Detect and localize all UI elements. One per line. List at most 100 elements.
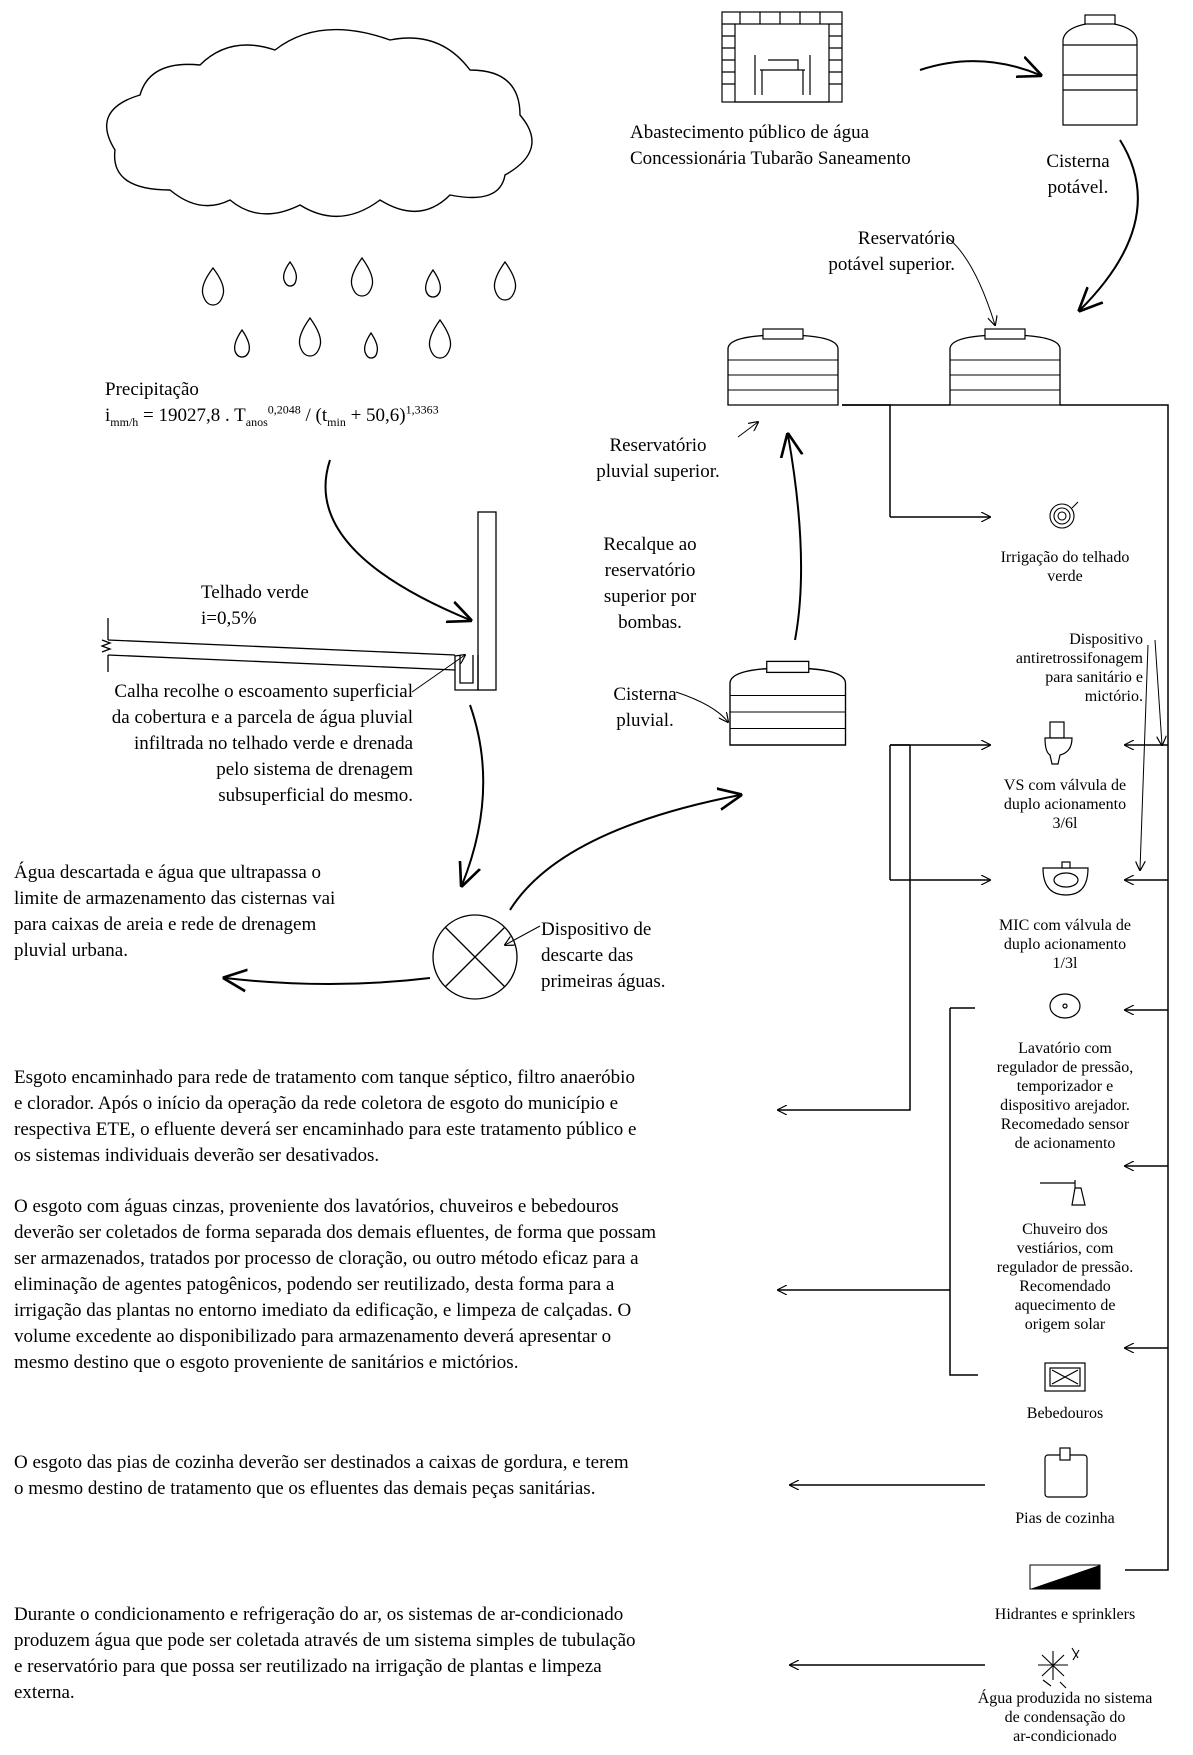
text-line: Dispositivo de [541, 919, 652, 940]
kitchen-sink-label: Pias de cozinha [965, 1509, 1165, 1528]
text-line: pluvial superior. [596, 461, 720, 482]
text-line: Água produzida no sistema [977, 1690, 1153, 1707]
text-line: Irrigação do telhado [1000, 549, 1130, 566]
text-line: Precipitação [105, 379, 199, 400]
text-line: / (t [300, 405, 328, 426]
text-line: Cisterna [1046, 151, 1110, 172]
text-line: MIC com válvula de [999, 917, 1131, 934]
public-supply-icon [721, 11, 843, 103]
text-line: eliminação de agentes patogênicos, poden… [14, 1274, 615, 1295]
text-line: 0,2048 [267, 402, 301, 417]
basin-icon [1049, 993, 1081, 1019]
shower-label: Chuveiro dos vestiários, com regulador de … [965, 1220, 1165, 1334]
text-line: reservatório [604, 560, 696, 581]
drinking-fountain-icon [1044, 1362, 1086, 1392]
potable-cistern-icon [1062, 14, 1138, 126]
text-line: infiltrada no telhado verde e drenada [133, 733, 413, 754]
text-line: Chuveiro dos [1022, 1221, 1108, 1238]
hose-icon [1049, 501, 1079, 529]
backflow-device-label: Dispositivo antiretrossifonagem para sanit… [978, 630, 1143, 706]
greywater-note: O esgoto com águas cinzas, proveniente d… [14, 1194, 656, 1376]
text-line: limite de armazenamento das cisternas va… [14, 888, 336, 909]
ac-note: Durante o condicionamento e refrigeração… [14, 1602, 636, 1706]
text-line: mictório. [1084, 688, 1143, 705]
first-flush-icon [432, 914, 518, 1000]
first-flush-label: Dispositivo de descarte das primeiras água… [541, 917, 666, 995]
green-roof-drawing [100, 511, 497, 691]
text-line: temporizador e [1016, 1078, 1114, 1095]
text-line: i [105, 405, 111, 426]
text-line: pelo sistema de drenagem [216, 759, 413, 780]
text-line: bombas. [618, 612, 682, 633]
text-line: VS com válvula de [1003, 777, 1127, 794]
text-line: respectiva ETE, o efluente deverá ser en… [14, 1119, 637, 1140]
text-line: potável superior. [828, 254, 955, 275]
text-line: Durante o condicionamento e refrigeração… [14, 1604, 624, 1625]
toilet-label: VS com válvula de duplo acionamento 3/6l [965, 776, 1165, 833]
text-line: Bebedouros [1026, 1405, 1104, 1422]
pluvial-upper-reservoir-icon [727, 328, 839, 406]
snowflake-icon [1038, 1647, 1080, 1689]
green-roof-label: Telhado verde i=0,5% [201, 580, 309, 632]
text-line: volume excedente ao disponibilizado para… [14, 1326, 612, 1347]
text-line: os sistemas individuais deverão ser desa… [14, 1145, 380, 1166]
hydrants-label: Hidrantes e sprinklers [955, 1605, 1175, 1624]
text-line: Reservatório [857, 228, 955, 249]
text-line: pluvial. [616, 710, 674, 731]
text-line: min [327, 414, 346, 429]
text-line: duplo acionamento [1003, 796, 1127, 813]
text-line: descarte das [541, 945, 634, 966]
text-line: primeiras águas. [541, 971, 666, 992]
text-line: ser armazenados, tratados por processo d… [14, 1248, 639, 1269]
sewage-note: Esgoto encaminhado para rede de tratamen… [14, 1065, 636, 1169]
text-line: Telhado verde [201, 582, 309, 603]
text-line: subsuperficial do mesmo. [218, 785, 413, 806]
text-line: e clorador. Após o início da operação da… [14, 1093, 619, 1114]
urinal-icon [1042, 861, 1089, 896]
text-line: mm/h [110, 414, 139, 429]
text-line: aquecimento de [1014, 1297, 1116, 1314]
text-line: 3/6l [1052, 815, 1078, 832]
text-line: + 50,6) [345, 405, 406, 426]
text-line: regulador de pressão. [996, 1259, 1134, 1276]
text-line: da cobertura e a parcela de água pluvial [111, 707, 413, 728]
text-line: Recomendado [1019, 1278, 1111, 1295]
text-line: deverão ser coletados de forma separada … [14, 1222, 657, 1243]
text-line: Esgoto encaminhado para rede de tratamen… [14, 1067, 635, 1088]
kitchen-note: O esgoto das pias de cozinha deverão ser… [14, 1450, 629, 1502]
text-line: Lavatório com [1018, 1040, 1112, 1057]
precipitation-formula: imm/h = 19027,8 . Tanos0,2048 / (tmin + … [105, 403, 439, 429]
text-line: Abastecimento público de água [630, 122, 870, 143]
text-line: o mesmo destino de tratamento que os efl… [14, 1478, 596, 1499]
text-line: produzem água que pode ser coletada atra… [14, 1630, 636, 1651]
text-line: anos [245, 414, 268, 429]
text-line: regulador de pressão, [996, 1059, 1134, 1076]
text-line: dispositivo arejador. [1000, 1097, 1130, 1114]
text-line: para caixas de areia e rede de drenagem [14, 914, 317, 935]
potable-cistern-label: Cisterna potável. [1023, 149, 1133, 201]
text-line: origem solar [1024, 1316, 1106, 1333]
kitchen-sink-icon [1044, 1447, 1088, 1498]
text-line: pluvial urbana. [14, 940, 128, 961]
text-line: vestiários, com [1016, 1240, 1114, 1257]
text-line: e reservatório para que possa ser reutil… [14, 1656, 602, 1677]
text-line: 1/3l [1052, 955, 1078, 972]
text-line: para sanitário e [1045, 669, 1143, 686]
text-line: ar-condicionado [1013, 1728, 1117, 1745]
precipitation-label: Precipitação imm/h = 19027,8 . Tanos0,20… [105, 377, 439, 429]
basin-label: Lavatório com regulador de pressão, tempor… [965, 1039, 1165, 1153]
text-line: Água descartada e água que ultrapassa o [14, 862, 322, 883]
text-line: Cisterna [613, 684, 677, 705]
text-line: antiretrossifonagem [1015, 650, 1143, 667]
text-line: = 19027,8 . T [138, 405, 246, 426]
cloud-icon [106, 28, 533, 217]
text-line: Hidrantes e sprinklers [994, 1606, 1136, 1623]
text-line: Dispositivo [1069, 631, 1143, 648]
toilet-icon [1044, 721, 1073, 765]
pluvial-upper-reservoir-label: Reservatório pluvial superior. [578, 433, 738, 485]
text-line: potável. [1047, 177, 1109, 198]
